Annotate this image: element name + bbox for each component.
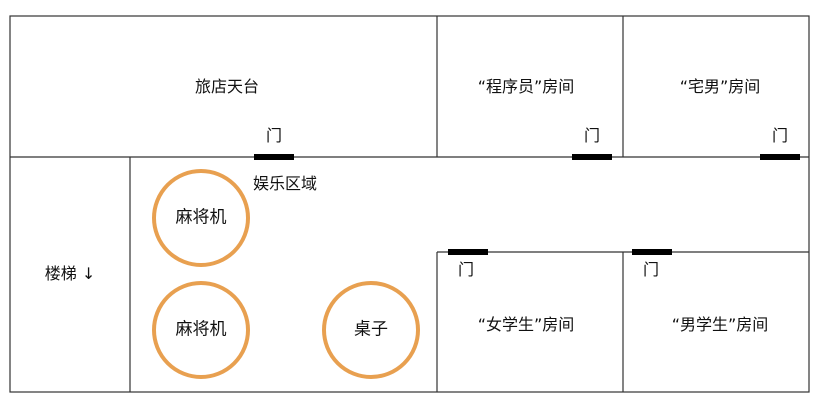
entertainment-area-label: 娱乐区域 <box>252 174 318 193</box>
outer-wall <box>9 15 810 393</box>
otaku-door-label: 门 <box>771 126 789 145</box>
rooftop-label: 旅店天台 <box>194 77 260 96</box>
otaku-room-label: “宅男”房间 <box>679 77 761 96</box>
rooftop-door-label: 门 <box>265 126 283 145</box>
male-students-door-label: 门 <box>642 260 660 279</box>
stairs-label: 楼梯 ↓ <box>44 264 96 283</box>
female-students-door-label: 门 <box>457 260 475 279</box>
mahjong-table-2-label: 麻将机 <box>175 319 227 340</box>
table-label: 桌子 <box>354 319 388 340</box>
mahjong-table-1-label: 麻将机 <box>175 207 227 228</box>
programmer-room-label: “程序员”房间 <box>477 77 575 96</box>
table-circle <box>322 281 420 379</box>
female-students-room-label: “女学生”房间 <box>477 315 575 334</box>
mahjong-table-2-circle <box>152 281 250 379</box>
male-students-room-label: “男学生”房间 <box>671 315 769 334</box>
programmer-door-label: 门 <box>583 126 601 145</box>
mahjong-table-1-circle <box>152 169 250 267</box>
